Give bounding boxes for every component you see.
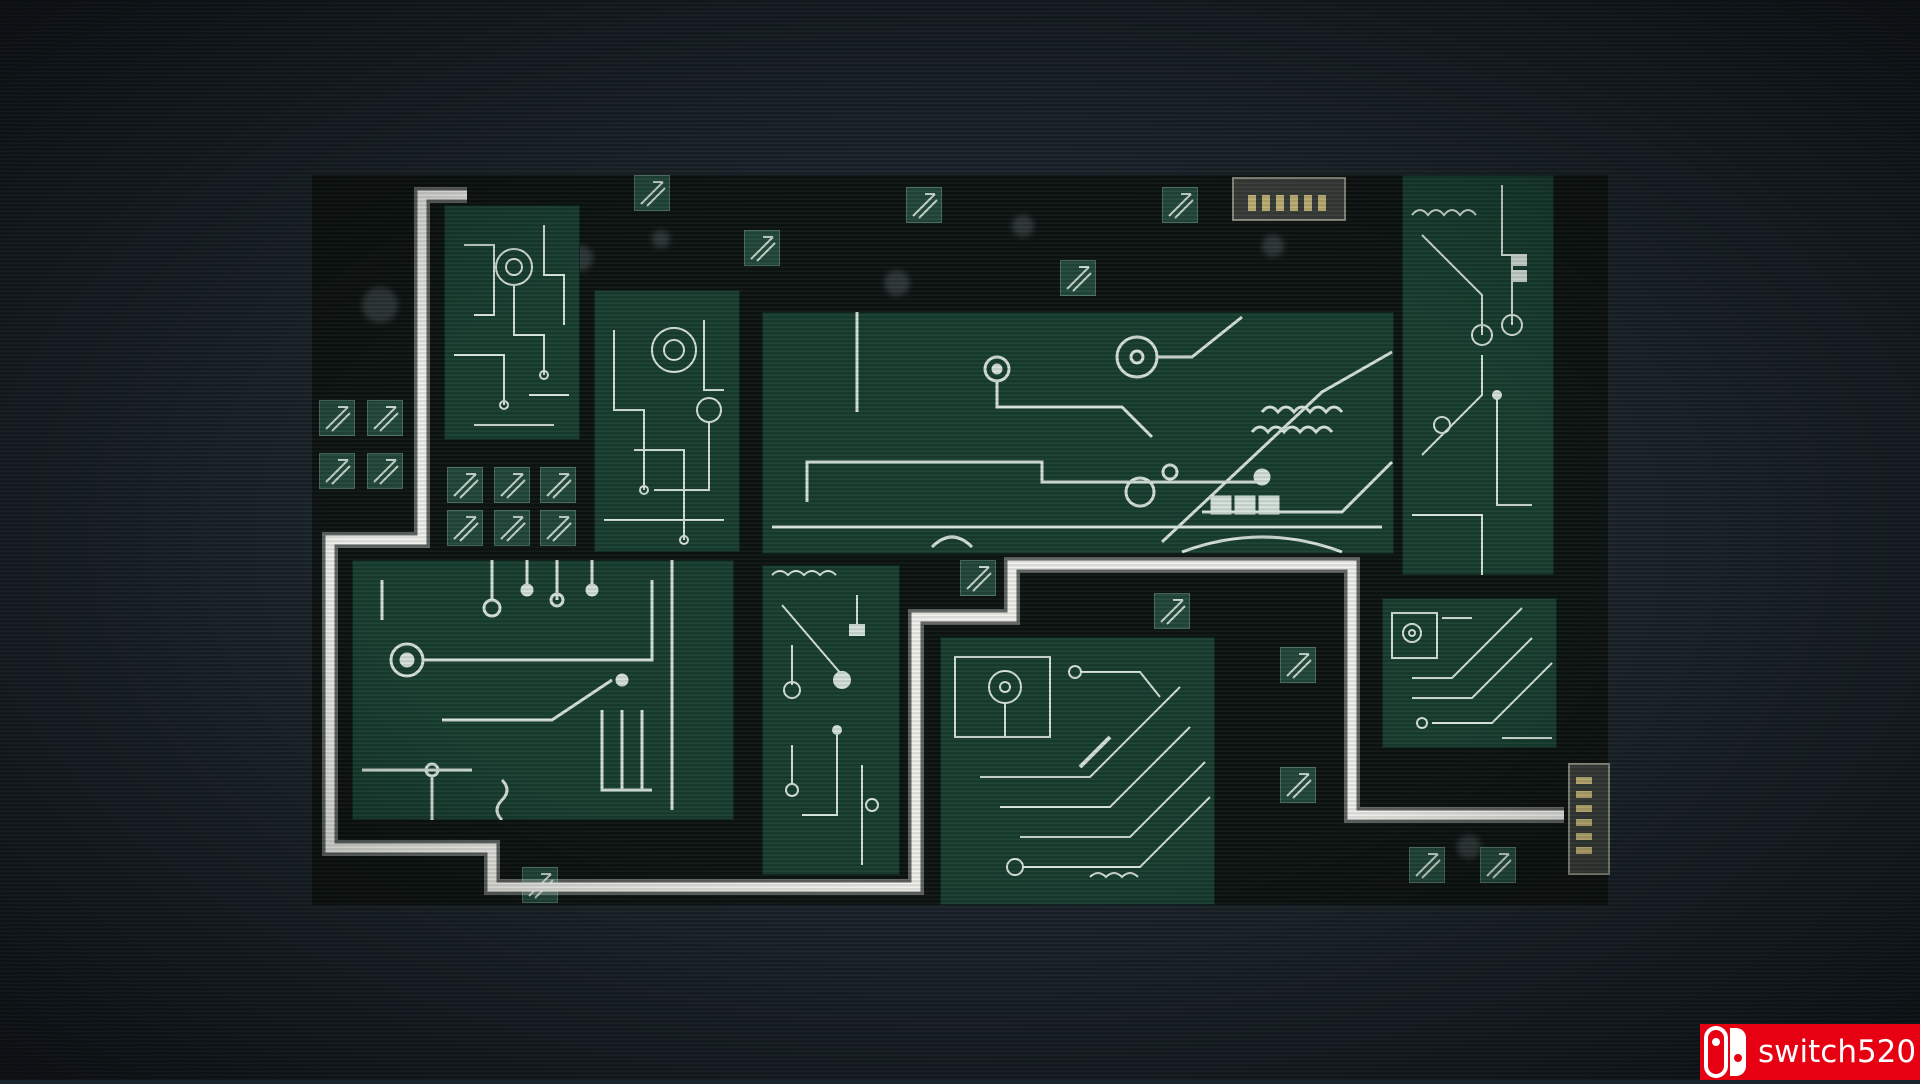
light-dot (884, 270, 910, 296)
chip-trace-icon (325, 459, 351, 485)
chip-trace-icon (1486, 853, 1512, 879)
circuit-trace-icon (954, 656, 1211, 879)
connector-pins-icon (1576, 777, 1592, 854)
chip-trace-icon (1286, 653, 1312, 679)
panel-right-tall[interactable] (1402, 175, 1554, 575)
chip-tile[interactable] (522, 867, 558, 903)
panel-top-wide[interactable] (762, 312, 1394, 554)
chip-tile[interactable] (1162, 187, 1198, 223)
chip-trace-icon (1066, 266, 1092, 292)
chip-tile[interactable] (319, 400, 355, 436)
chip-tile[interactable] (447, 467, 483, 503)
panel-right-lower[interactable] (1382, 598, 1557, 748)
light-dot (362, 287, 398, 323)
light-dot (652, 230, 670, 248)
chip-tile[interactable] (494, 510, 530, 546)
chip-tile[interactable] (319, 453, 355, 489)
chip-tile[interactable] (744, 230, 780, 266)
circuit-trace-icon (772, 312, 1394, 554)
chip-tile[interactable] (367, 400, 403, 436)
chip-tile[interactable] (494, 467, 530, 503)
chip-tile[interactable] (1154, 593, 1190, 629)
chip-tile[interactable] (367, 453, 403, 489)
chip-tile[interactable] (1409, 847, 1445, 883)
chip-trace-icon (1160, 599, 1186, 625)
circuit-trace-icon (604, 320, 724, 545)
light-dot (1262, 235, 1284, 257)
chip-trace-icon (966, 566, 992, 592)
chip-trace-icon (546, 473, 572, 499)
light-dot (1012, 215, 1034, 237)
panel-top-middle[interactable] (594, 290, 740, 552)
chip-trace-icon (500, 473, 526, 499)
watermark-text: switch520 (1758, 1034, 1917, 1070)
chip-tile[interactable] (1280, 647, 1316, 683)
chip-trace-icon (373, 459, 399, 485)
light-dot (1457, 835, 1481, 859)
chip-trace-icon (912, 193, 938, 219)
circuit-trace-icon (362, 560, 674, 820)
chip-tile[interactable] (540, 510, 576, 546)
connector-pins-icon (1248, 195, 1326, 211)
chip-tile[interactable] (1280, 767, 1316, 803)
panel-top-left-small[interactable] (444, 205, 580, 440)
panel-bottom-center[interactable] (940, 637, 1215, 905)
chip-trace-icon (453, 473, 479, 499)
chip-tile[interactable] (1060, 260, 1096, 296)
panel-bottom-middle[interactable] (762, 565, 900, 875)
chip-tile[interactable] (1480, 847, 1516, 883)
circuit-trace-icon (1411, 185, 1532, 575)
nintendo-switch-logo-icon (1700, 1024, 1756, 1080)
chip-tile[interactable] (634, 175, 670, 211)
chip-trace-icon (1168, 193, 1194, 219)
chip-trace-icon (546, 516, 572, 542)
top-connector-port (1232, 177, 1346, 221)
chip-trace-icon (453, 516, 479, 542)
circuit-trace-icon (771, 570, 879, 865)
watermark-badge: switch520 (1700, 1024, 1920, 1080)
chip-trace-icon (1286, 773, 1312, 799)
chip-trace-icon (750, 236, 776, 262)
chip-trace-icon (528, 873, 554, 899)
circuit-board (312, 175, 1610, 905)
chip-trace-icon (640, 181, 666, 207)
chip-trace-icon (373, 406, 399, 432)
chip-trace-icon (500, 516, 526, 542)
circuit-trace-icon (454, 225, 569, 426)
panel-bottom-left[interactable] (352, 560, 734, 820)
chip-trace-icon (325, 406, 351, 432)
chip-tile[interactable] (906, 187, 942, 223)
circuit-trace-icon (1391, 607, 1553, 739)
chip-tile[interactable] (447, 510, 483, 546)
chip-tile[interactable] (540, 467, 576, 503)
chip-trace-icon (1415, 853, 1441, 879)
right-connector-port (1568, 763, 1610, 875)
chip-tile[interactable] (960, 560, 996, 596)
